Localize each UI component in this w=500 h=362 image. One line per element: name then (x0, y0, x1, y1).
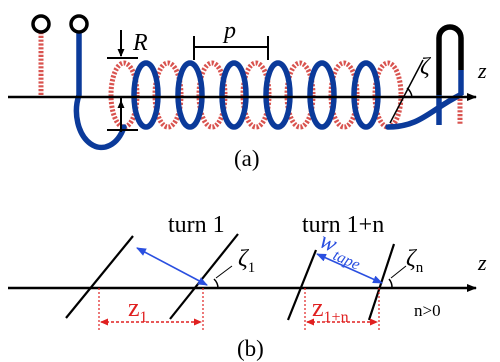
width-arrow-1 (136, 247, 208, 286)
z1-label: z1 (128, 293, 148, 326)
caption-b: (b) (237, 336, 264, 361)
back-loop-3 (196, 60, 228, 130)
tape-edge-1a (65, 235, 134, 319)
z1n-label: z1+n (312, 293, 349, 326)
zetan-label: ζn (406, 246, 424, 276)
zeta1-arc (213, 278, 219, 289)
zeta1-symbol: ζ (238, 246, 250, 272)
w-tape-subscript: tape (330, 247, 362, 274)
lead-right-front (73, 29, 127, 151)
zeta-arc-a (406, 87, 413, 98)
n-condition-label: n>0 (414, 301, 441, 320)
zetan-arc (388, 278, 393, 289)
back-loop-4 (240, 60, 272, 130)
zeta1-label: ζ1 (238, 246, 255, 276)
helix-back-strands (38, 32, 463, 130)
terminal-ring-right (69, 14, 89, 34)
width-arrow-1n (316, 253, 383, 284)
turn-1n-label: turn 1+n (302, 212, 384, 238)
zetan-symbol: ζ (406, 246, 418, 272)
zeta-line-a (389, 59, 424, 124)
terminal-ring-left (31, 14, 51, 34)
z1-symbol: z (128, 293, 140, 322)
zetan-subscript: n (416, 260, 424, 276)
front-loop-3 (219, 60, 249, 130)
front-loop-6 (351, 60, 381, 130)
helix-front-strands (73, 29, 463, 151)
z1n-subscript: 1+n (324, 309, 349, 326)
caption-a: (a) (234, 146, 260, 171)
back-loop-7 (372, 60, 404, 130)
p-label: p (222, 18, 236, 44)
front-loop-5 (307, 60, 337, 130)
z-axis-label-a: z (477, 58, 487, 83)
z1-subscript: 1 (140, 309, 148, 326)
zeta-label-a: ζ (420, 54, 432, 80)
r-label: R (132, 30, 148, 56)
tape-edge-1n-a (286, 249, 318, 321)
front-loop-1 (131, 60, 161, 130)
zeta1-leader (215, 265, 233, 279)
return-loop-top (436, 24, 464, 95)
z-axis-label-b: z (477, 250, 487, 275)
zetan-leader (390, 265, 407, 279)
front-loop-2 (175, 60, 205, 130)
back-loop-5 (284, 60, 316, 130)
panel-b: turn 1 turn 1+n z wtape ζ1 ζn z1 z1+n (8, 212, 487, 361)
tape-edge-1b (169, 233, 239, 320)
turn-1-label: turn 1 (168, 212, 225, 238)
front-strand-end (385, 92, 463, 130)
front-loop-4 (263, 60, 293, 130)
zeta1-subscript: 1 (248, 260, 256, 276)
back-loop-1 (108, 60, 140, 130)
panel-a: z R p ζ (a) (8, 14, 487, 171)
back-loop-2 (152, 60, 184, 130)
back-loop-6 (328, 60, 360, 130)
z1n-symbol: z (312, 293, 324, 322)
